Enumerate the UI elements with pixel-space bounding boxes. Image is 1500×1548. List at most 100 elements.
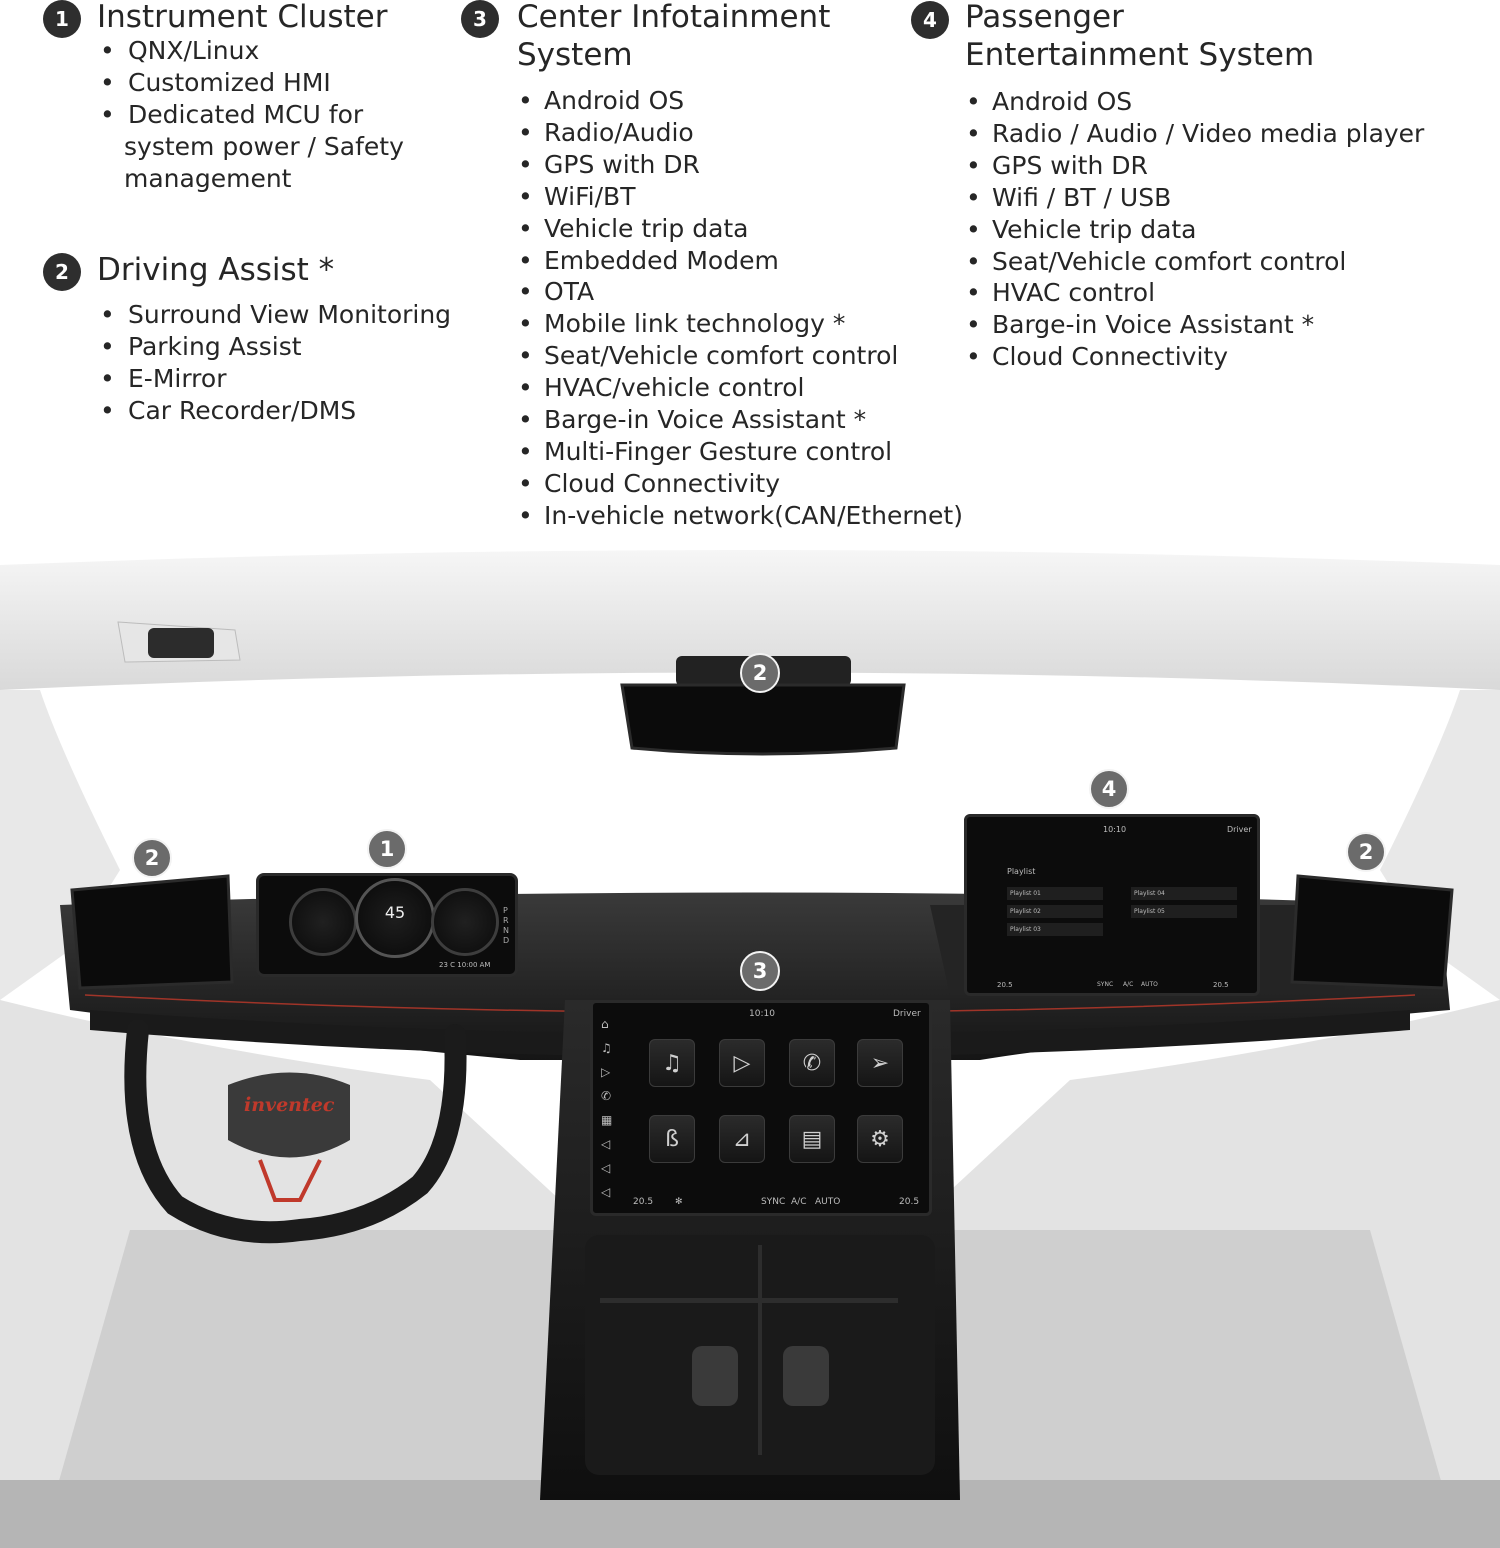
list-item: Vehicle trip data [966, 214, 1424, 246]
list-item: Cloud Connectivity [966, 341, 1424, 373]
center-clock: 10:10 [749, 1009, 775, 1019]
passenger-entertainment-title-line2: Entertainment System [965, 37, 1315, 73]
list-item: Car Recorder/DMS [100, 395, 451, 427]
phone-icon: ✆ [802, 1050, 822, 1076]
passenger-sync-button[interactable]: SYNC [1097, 981, 1114, 988]
cockpit-illustration: 45 P R N D 23 C 10:00 AM 10:10 Driver ⌂ … [0, 540, 1500, 1548]
driving-assist-list: Surround View Monitoring Parking Assist … [100, 299, 451, 427]
list-item: Seat/Vehicle comfort control [518, 340, 963, 372]
list-item: Barge-in Voice Assistant * [518, 404, 963, 436]
list-item: Parking Assist [100, 331, 451, 363]
phone-icon[interactable]: ✆ [601, 1089, 612, 1103]
mute-icon[interactable]: ◁ [601, 1185, 611, 1199]
center-infotainment-screen: 10:10 Driver ⌂ ♫ ▷ ✆ ▦ ◁ ◁ ◁ ♫ ▷ ✆ ➢ ß ⊿… [590, 1000, 932, 1216]
list-item: Radio / Audio / Video media player [966, 118, 1424, 150]
ac-button[interactable]: A/C [791, 1197, 807, 1207]
list-item: Android OS [966, 86, 1424, 118]
list-item: Embedded Modem [518, 245, 963, 277]
list-item: Android OS [518, 85, 963, 117]
auto-button[interactable]: AUTO [815, 1197, 841, 1207]
fan-icon[interactable]: ✻ [675, 1197, 683, 1207]
list-item: GPS with DR [518, 149, 963, 181]
center-user: Driver [893, 1009, 921, 1019]
speed-value: 45 [384, 903, 406, 922]
instrument-cluster-title: Instrument Cluster [97, 0, 388, 35]
list-item: Seat/Vehicle comfort control [966, 246, 1424, 278]
radio-tile[interactable]: ▤ [789, 1115, 835, 1163]
play-icon[interactable]: ▷ [601, 1065, 611, 1079]
play-icon: ▷ [733, 1050, 751, 1076]
passenger-entertainment-list: Android OS Radio / Audio / Video media p… [966, 86, 1424, 373]
section-1-number: 1 [43, 0, 81, 38]
playlist-item[interactable]: Playlist 05 [1131, 905, 1237, 918]
music-icon[interactable]: ♫ [601, 1041, 612, 1055]
list-item: Customized HMI [100, 67, 404, 99]
settings-icon: ⚙ [870, 1126, 890, 1152]
section-4-number: 4 [911, 1, 949, 39]
section-2-number: 2 [43, 253, 81, 291]
list-item: WiFi/BT [518, 181, 963, 213]
apps-icon[interactable]: ▦ [601, 1113, 613, 1127]
list-item: Dedicated MCU for [100, 99, 404, 131]
radio-icon: ▤ [801, 1126, 823, 1152]
music-tile[interactable]: ♫ [649, 1039, 695, 1087]
instrument-cluster-list: QNX/Linux Customized HMI Dedicated MCU f… [100, 35, 404, 195]
playlist-item[interactable]: Playlist 04 [1131, 887, 1237, 900]
center-infotainment-list: Android OS Radio/Audio GPS with DR WiFi/… [518, 85, 963, 532]
list-item: Barge-in Voice Assistant * [966, 309, 1424, 341]
playlist-item[interactable]: Playlist 02 [1007, 905, 1103, 918]
temp-right[interactable]: 20.5 [899, 1197, 920, 1207]
gear-indicator: P R N D [503, 906, 509, 946]
gear-p: P [503, 906, 508, 915]
passenger-ac-button[interactable]: A/C [1123, 981, 1134, 988]
passenger-temp-left[interactable]: 20.5 [997, 981, 1013, 989]
trip-gauge [431, 888, 499, 956]
list-item: E-Mirror [100, 363, 451, 395]
list-item: QNX/Linux [100, 35, 404, 67]
cluster-badge: 1 [367, 829, 407, 869]
passenger-entertainment-title: Passenger [965, 0, 1124, 35]
temp-left[interactable]: 20.5 [633, 1197, 654, 1207]
navigation-tile[interactable]: ➢ [857, 1039, 903, 1087]
playlist-header: Playlist [1007, 867, 1036, 876]
passenger-screen-badge: 4 [1089, 769, 1129, 809]
list-item-continuation: management [124, 163, 292, 193]
list-item: Multi-Finger Gesture control [518, 436, 963, 468]
bluetooth-icon: ß [665, 1126, 679, 1152]
section-3-number: 3 [461, 0, 499, 38]
list-item: In-vehicle network(CAN/Ethernet) [518, 500, 963, 532]
rear-mirror-badge: 2 [740, 653, 780, 693]
play-tile[interactable]: ▷ [719, 1039, 765, 1087]
volume-icon[interactable]: ◁ [601, 1137, 611, 1151]
seat-icon: ⊿ [732, 1126, 752, 1152]
instrument-cluster-screen: 45 P R N D 23 C 10:00 AM [256, 873, 518, 977]
playlist-item[interactable]: Playlist 03 [1007, 923, 1103, 936]
gear-r: R [503, 916, 509, 925]
left-mirror-badge: 2 [132, 838, 172, 878]
cluster-status: 23 C 10:00 AM [439, 961, 491, 969]
right-mirror-badge: 2 [1346, 832, 1386, 872]
steering-wheel-logo: inventec [244, 1094, 335, 1116]
seat-tile[interactable]: ⊿ [719, 1115, 765, 1163]
list-item: Surround View Monitoring [100, 299, 451, 331]
gear-n: N [503, 926, 509, 935]
volume-down-icon[interactable]: ◁ [601, 1161, 611, 1175]
list-item: HVAC control [966, 277, 1424, 309]
center-infotainment-title-line2: System [517, 37, 633, 73]
driving-assist-title: Driving Assist * [97, 252, 335, 288]
home-icon[interactable]: ⌂ [601, 1017, 609, 1031]
passenger-auto-button[interactable]: AUTO [1141, 981, 1158, 988]
bluetooth-tile[interactable]: ß [649, 1115, 695, 1163]
playlist-item[interactable]: Playlist 01 [1007, 887, 1103, 900]
gear-d: D [503, 936, 510, 945]
list-item: HVAC/vehicle control [518, 372, 963, 404]
speedometer-gauge: 45 [355, 878, 435, 958]
music-icon: ♫ [662, 1050, 682, 1076]
settings-tile[interactable]: ⚙ [857, 1115, 903, 1163]
list-item: Mobile link technology * [518, 308, 963, 340]
list-item-continuation: system power / Safety [124, 131, 404, 161]
passenger-temp-right[interactable]: 20.5 [1213, 981, 1229, 989]
center-screen-badge: 3 [740, 951, 780, 991]
sync-button[interactable]: SYNC [761, 1197, 786, 1207]
phone-tile[interactable]: ✆ [789, 1039, 835, 1087]
